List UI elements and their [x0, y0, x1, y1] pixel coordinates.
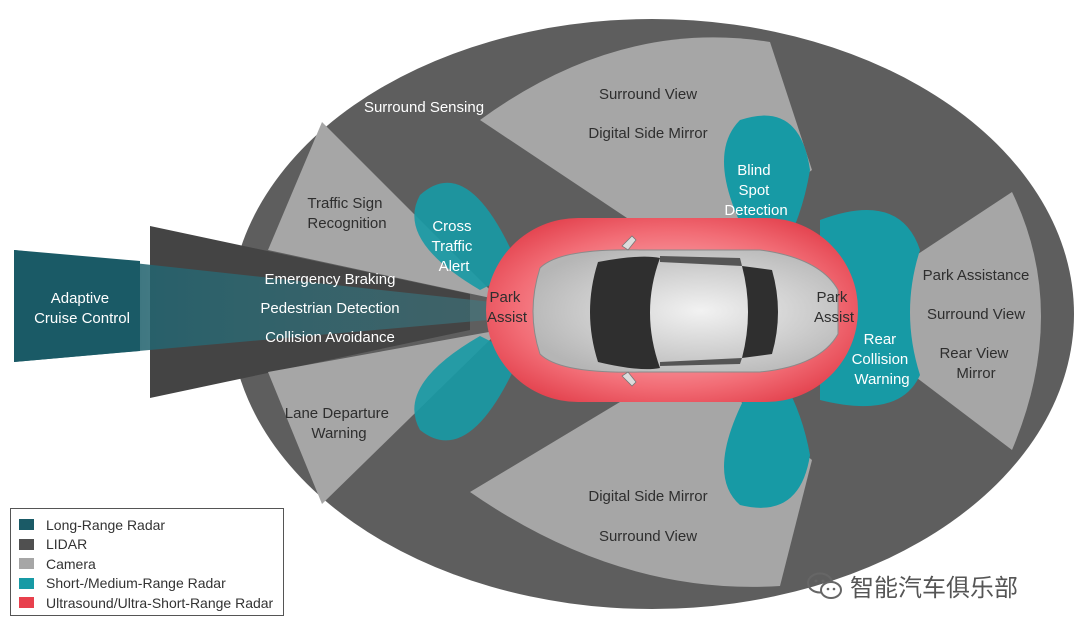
- front-bottom-digital-mirror-label: Digital Side Mirror: [588, 488, 707, 505]
- legend-item-lidar: LIDAR: [19, 535, 283, 555]
- legend-item-camera: Camera: [19, 554, 283, 574]
- watermark: 智能汽车俱乐部: [806, 568, 1018, 603]
- camera-top-zone: [480, 37, 812, 260]
- adaptive-cruise-label: Adaptive Cruise Control: [34, 290, 130, 327]
- radar-front-left-lobe: [414, 182, 520, 290]
- park-assist-rear-label: Park Assist: [814, 289, 855, 326]
- legend-label: LIDAR: [46, 536, 88, 553]
- lane-departure-label: Lane Departure Warning: [285, 405, 393, 442]
- wechat-icon: [807, 572, 842, 599]
- front-bottom-surround-view-label: Surround View: [599, 528, 697, 545]
- camera-rear-zone: [830, 192, 1041, 450]
- rear-collision-label: Rear Collision Warning: [852, 331, 913, 388]
- legend-label: Short-/Medium-Range Radar: [46, 575, 226, 592]
- legend-swatch: [19, 577, 34, 589]
- legend-swatch: [19, 558, 34, 570]
- front-top-digital-mirror-label: Digital Side Mirror: [588, 125, 707, 142]
- camera-bottom-zone: [470, 360, 812, 587]
- legend-swatch: [19, 597, 34, 609]
- cross-traffic-label: Cross Traffic Alert: [431, 218, 476, 275]
- radar-front-right-lobe: [414, 336, 520, 441]
- front-top-surround-view-label: Surround View: [599, 86, 697, 103]
- rear-surround-view-label: Surround View: [927, 306, 1025, 323]
- surround-sensing-label: Surround Sensing: [364, 99, 484, 116]
- pedestrian-detection-label: Pedestrian Detection: [260, 300, 399, 317]
- legend-label: Long-Range Radar: [46, 516, 166, 533]
- traffic-sign-label: Traffic Sign Recognition: [307, 195, 386, 232]
- park-assistance-label: Park Assistance: [923, 267, 1030, 284]
- blind-spot-label: Blind Spot Detection: [724, 162, 787, 219]
- rear-view-mirror-label: Rear View Mirror: [939, 345, 1012, 382]
- legend-item-ultrasound: Ultrasound/Ultra-Short-Range Radar: [19, 593, 283, 613]
- legend-swatch: [19, 538, 34, 550]
- legend-item-long-range-radar: Long-Range Radar: [19, 515, 283, 535]
- legend-item-short-medium-radar: Short-/Medium-Range Radar: [19, 574, 283, 594]
- park-assist-front-label: Park Assist: [487, 289, 528, 326]
- legend: Long-Range Radar LIDAR Camera Short-/Med…: [10, 508, 284, 616]
- legend-swatch: [19, 519, 34, 531]
- long-range-radar-core: [14, 250, 140, 362]
- car: [532, 235, 839, 387]
- legend-label: Ultrasound/Ultra-Short-Range Radar: [46, 594, 274, 611]
- collision-avoidance-label: Collision Avoidance: [265, 329, 395, 346]
- legend-label: Camera: [46, 555, 96, 572]
- watermark-text: 智能汽车俱乐部: [850, 574, 1018, 602]
- emergency-braking-label: Emergency Braking: [265, 271, 396, 288]
